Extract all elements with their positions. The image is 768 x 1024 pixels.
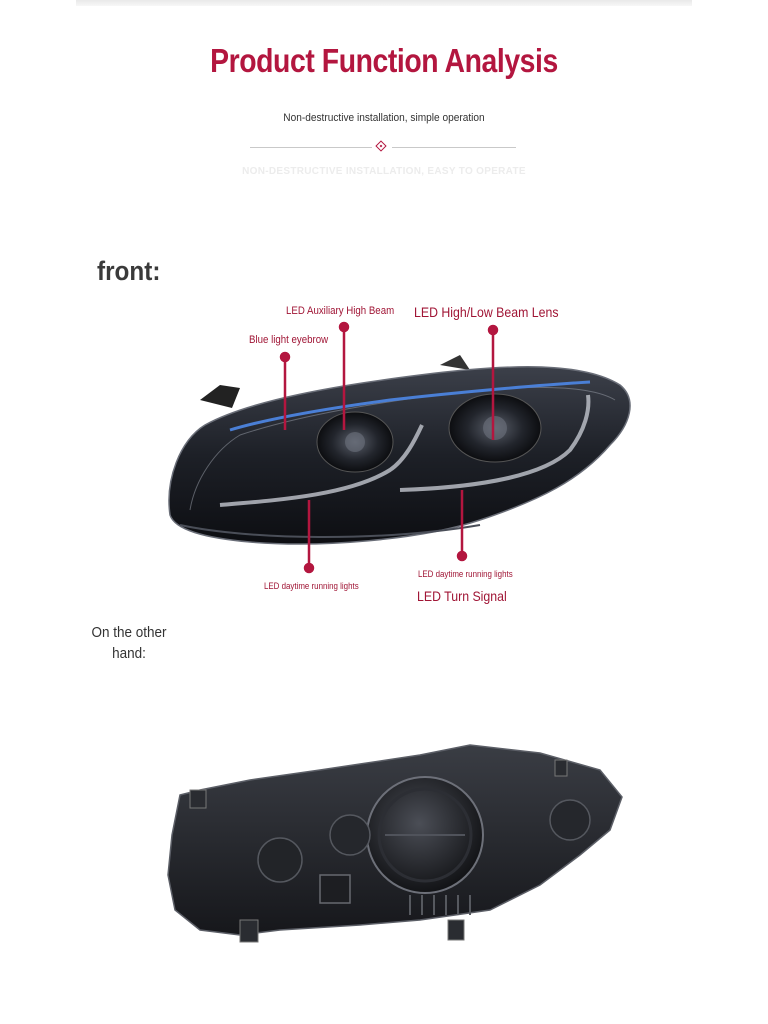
callout-turn-signal: LED Turn Signal [417,588,507,604]
callout-drl-left: LED daytime running lights [264,581,359,591]
divider-right [392,147,516,148]
callout-drl-right: LED daytime running lights [418,569,513,579]
divider-left [250,147,372,148]
page-subtitle-english: NON-DESTRUCTIVE INSTALLATION, EASY TO OP… [242,166,526,177]
callout-high-low-beam-lens: LED High/Low Beam Lens [414,304,559,320]
front-heading: front: [97,256,161,286]
page-subtitle: Non-destructive installation, simple ope… [283,112,485,124]
callout-blue-eyebrow: Blue light eyebrow [249,334,329,346]
other-side-heading-line2: hand: [112,645,146,662]
page-title: Product Function Analysis [210,42,558,79]
top-banner-strip [76,0,692,6]
rear-headlight-image [167,744,623,943]
other-side-heading-line1: On the other [91,624,167,641]
callout-aux-high-beam: LED Auxiliary High Beam [286,305,395,317]
other-side-heading: On the other hand: [90,622,167,664]
